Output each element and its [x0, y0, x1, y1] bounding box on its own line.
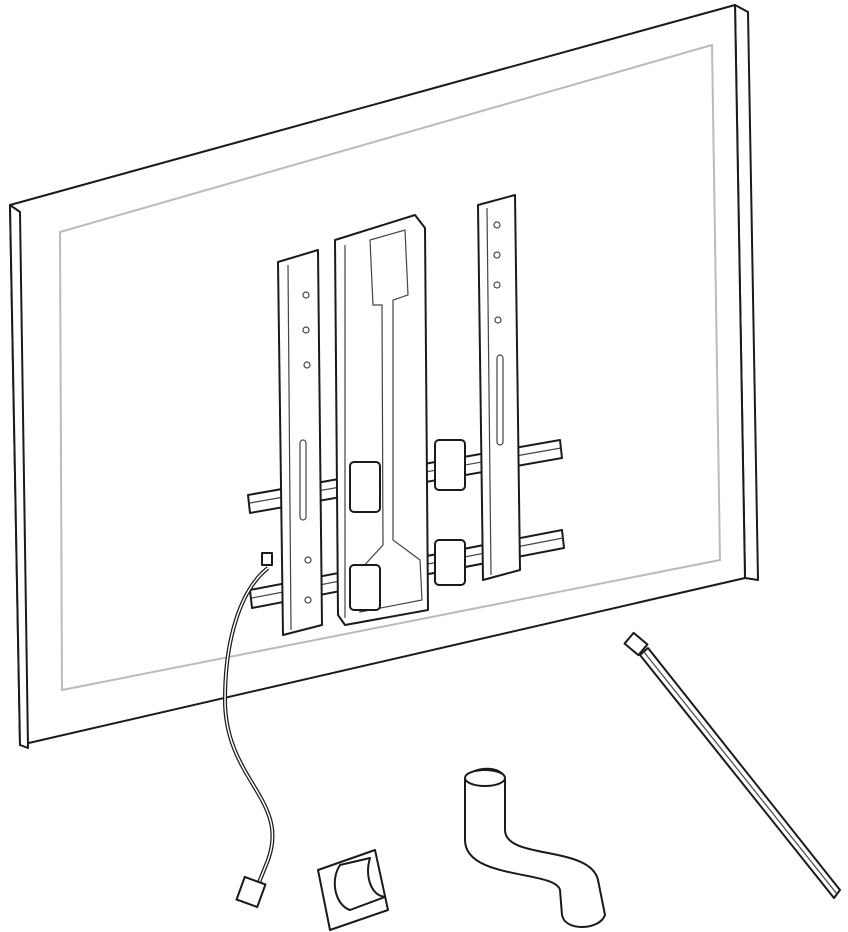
- mounting-bracket-right: [477, 194, 521, 581]
- center-plate: [334, 214, 429, 626]
- cable-clip: [317, 849, 389, 931]
- cable-sleeve: [464, 767, 606, 928]
- cable: [222, 566, 275, 909]
- plug-icon: [235, 875, 267, 909]
- mounting-bracket-left: [277, 249, 323, 636]
- cable-tie: [623, 631, 841, 899]
- hooks: [261, 439, 466, 611]
